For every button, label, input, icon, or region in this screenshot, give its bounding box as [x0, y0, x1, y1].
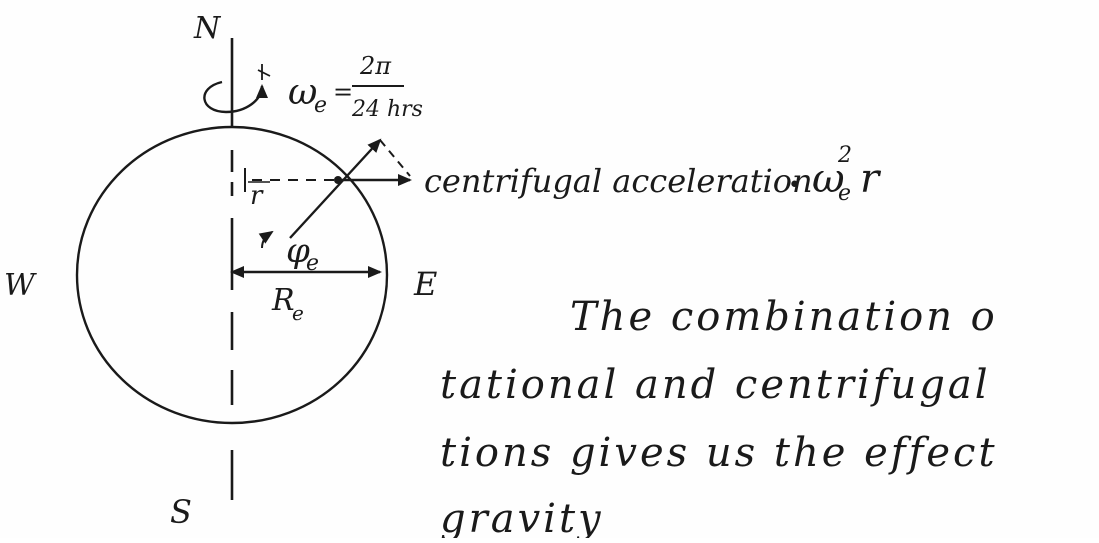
phi-label: φ	[286, 231, 310, 271]
fraction-numerator: 2π	[359, 52, 392, 80]
south-label: S	[170, 493, 192, 531]
text-line-1: The combination o	[570, 294, 998, 340]
centrifugal-label: centrifugal acceleration	[424, 162, 813, 200]
rotation-arrow-tick	[257, 64, 271, 80]
equals-sign: =	[333, 78, 353, 106]
text-line-4: gravity	[440, 496, 604, 538]
latitude-arc	[258, 230, 274, 249]
r-label: r	[250, 181, 264, 211]
omega-symbol: ω	[288, 72, 317, 113]
west-label: W	[4, 268, 37, 303]
north-label: N	[193, 11, 222, 46]
centrifugal-omega-sub: e	[838, 181, 851, 206]
east-label: E	[413, 265, 437, 303]
centrifugal-dot: •	[788, 173, 801, 198]
radius-subscript: e	[292, 301, 304, 325]
rotation-rate-formula: ω e = 2π 24 hrs	[288, 52, 423, 122]
centrifugal-omega: ω	[812, 156, 845, 202]
centrifugal-label-group: centrifugal acceleration • ω e 2 r	[424, 143, 882, 206]
radial-line	[289, 138, 382, 239]
fraction-denominator: 24 hrs	[351, 97, 423, 122]
omega-subscript: e	[314, 93, 327, 118]
centrifugal-omega-sup: 2	[837, 143, 852, 168]
text-line-2: tational and centrifugal	[440, 362, 991, 408]
centrifugal-r: r	[860, 156, 882, 202]
resultant-dashed	[379, 139, 411, 177]
text-line-3: tions gives us the effect	[440, 430, 998, 476]
radius-label: R	[271, 283, 295, 318]
rotation-arrow	[203, 80, 268, 114]
